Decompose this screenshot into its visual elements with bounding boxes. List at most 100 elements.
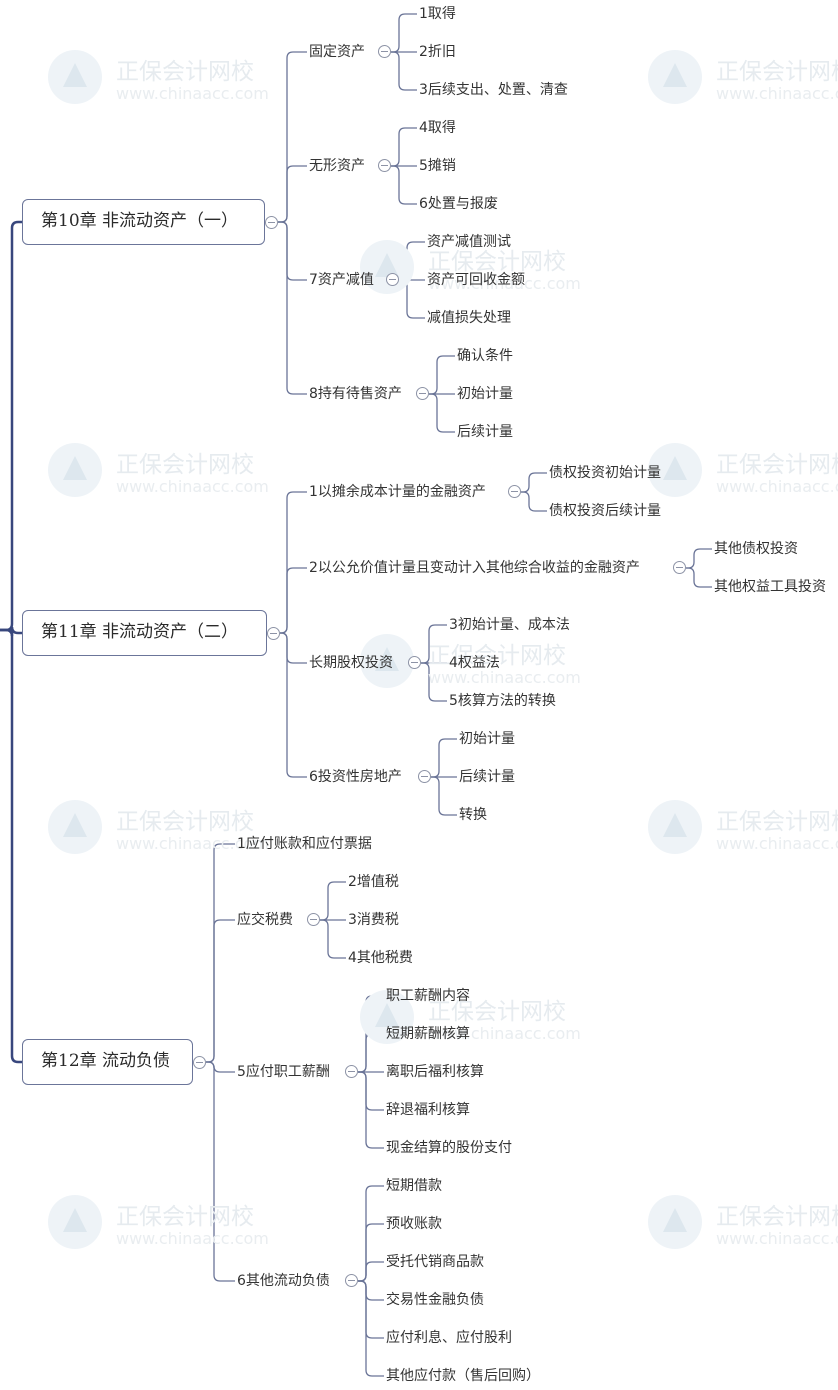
leaf-node[interactable]: 4取得 [419, 120, 456, 136]
connector-line [431, 776, 457, 816]
connector-line [278, 221, 307, 395]
leaf-node[interactable]: 离职后福利核算 [386, 1064, 484, 1080]
collapse-toggle-icon[interactable] [345, 1274, 358, 1287]
connector-line [421, 624, 447, 664]
topic-node[interactable]: 1以摊余成本计量的金融资产 [309, 484, 486, 500]
topic-node[interactable]: 7资产减值 [309, 272, 374, 288]
connector-line [206, 919, 235, 1063]
leaf-node[interactable]: 后续计量 [459, 769, 515, 785]
connector-line [399, 279, 425, 319]
leaf-node[interactable]: 3初始计量、成本法 [449, 617, 570, 633]
collapse-toggle-icon[interactable] [267, 627, 280, 640]
leaf-node[interactable]: 2折旧 [419, 44, 456, 60]
topic-node[interactable]: 6投资性房地产 [309, 769, 402, 785]
topic-node[interactable]: 应交税费 [237, 912, 293, 928]
leaf-node[interactable]: 债权投资初始计量 [549, 465, 661, 481]
collapse-toggle-icon[interactable] [673, 561, 686, 574]
connector-line [320, 919, 346, 959]
leaf-node[interactable]: 资产减值测试 [427, 234, 511, 250]
leaf-node[interactable]: 其他应付款（售后回购） [386, 1368, 540, 1384]
leaf-node[interactable]: 减值损失处理 [427, 310, 511, 326]
connector-line [358, 1280, 384, 1339]
topic-node[interactable]: 8持有待售资产 [309, 386, 402, 402]
collapse-toggle-icon[interactable] [378, 159, 391, 172]
collapse-toggle-icon[interactable] [307, 913, 320, 926]
leaf-node[interactable]: 3后续支出、处置、清查 [419, 82, 568, 98]
topic-node[interactable]: 2以公允价值计量且变动计入其他综合收益的金融资产 [309, 560, 640, 576]
collapse-toggle-icon[interactable] [345, 1065, 358, 1078]
connector-line [358, 1223, 384, 1282]
connector-line [0, 220, 22, 632]
leaf-node[interactable]: 交易性金融负债 [386, 1292, 484, 1308]
collapse-toggle-icon[interactable] [386, 273, 399, 286]
topic-node[interactable]: 6其他流动负债 [237, 1273, 330, 1289]
collapse-toggle-icon[interactable] [378, 45, 391, 58]
collapse-toggle-icon[interactable] [408, 656, 421, 669]
topic-node[interactable]: 1应付账款和应付票据 [237, 836, 372, 852]
connector-line [358, 1071, 384, 1111]
connector-line [399, 241, 425, 281]
connector-line [280, 491, 307, 634]
topic-node[interactable]: 无形资产 [309, 158, 365, 174]
connector-line [278, 51, 307, 223]
leaf-node[interactable]: 3消费税 [348, 912, 399, 928]
chapter-node[interactable]: 第12章 流动负债 [22, 1039, 193, 1085]
connector-line [686, 548, 712, 569]
topic-node[interactable]: 5应付职工薪酬 [237, 1064, 330, 1080]
leaf-node[interactable]: 短期薪酬核算 [386, 1026, 470, 1042]
leaf-node[interactable]: 其他债权投资 [714, 541, 798, 557]
leaf-node[interactable]: 4其他税费 [348, 950, 413, 966]
leaf-node[interactable]: 预收账款 [386, 1216, 442, 1232]
connector-line [206, 1061, 235, 1282]
leaf-node[interactable]: 应付利息、应付股利 [386, 1330, 512, 1346]
leaf-node[interactable]: 转换 [459, 807, 487, 823]
leaf-node[interactable]: 债权投资后续计量 [549, 503, 661, 519]
connector-line [521, 472, 547, 493]
connector-line [206, 1061, 235, 1073]
chapter-node[interactable]: 第10章 非流动资产（一） [22, 199, 265, 245]
leaf-node[interactable]: 初始计量 [457, 386, 513, 402]
leaf-node[interactable]: 现金结算的股份支付 [386, 1140, 512, 1156]
connector-line [358, 1280, 384, 1377]
leaf-node[interactable]: 初始计量 [459, 731, 515, 747]
leaf-node[interactable]: 5摊销 [419, 158, 456, 174]
leaf-node[interactable]: 后续计量 [457, 424, 513, 440]
connector-line [391, 165, 417, 205]
connector-line [358, 1071, 384, 1149]
leaf-node[interactable]: 5核算方法的转换 [449, 693, 556, 709]
collapse-toggle-icon[interactable] [416, 387, 429, 400]
connector-line [280, 632, 307, 664]
connector-line [280, 567, 307, 634]
leaf-node[interactable]: 职工薪酬内容 [386, 988, 470, 1004]
leaf-node[interactable]: 其他权益工具投资 [714, 579, 826, 595]
leaf-node[interactable]: 辞退福利核算 [386, 1102, 470, 1118]
leaf-node[interactable]: 4权益法 [449, 655, 500, 671]
leaf-node[interactable]: 受托代销商品款 [386, 1254, 484, 1270]
collapse-toggle-icon[interactable] [265, 216, 278, 229]
connector-line [521, 491, 547, 512]
topic-node[interactable]: 固定资产 [309, 44, 365, 60]
collapse-toggle-icon[interactable] [418, 770, 431, 783]
connector-line [391, 51, 417, 91]
leaf-node[interactable]: 2增值税 [348, 874, 399, 890]
connector-line [391, 127, 417, 167]
connector-line [278, 165, 307, 223]
connector-line [280, 632, 307, 778]
connector-line [358, 1033, 384, 1073]
connector-line [429, 393, 455, 433]
leaf-node[interactable]: 6处置与报废 [419, 196, 498, 212]
connector-line [421, 662, 447, 702]
connector-line [431, 738, 457, 778]
leaf-node[interactable]: 1取得 [419, 6, 456, 22]
collapse-toggle-icon[interactable] [508, 485, 521, 498]
leaf-node[interactable]: 资产可回收金额 [427, 272, 525, 288]
connector-line [0, 628, 22, 1064]
leaf-node[interactable]: 确认条件 [457, 348, 513, 364]
connector-line [429, 355, 455, 395]
collapse-toggle-icon[interactable] [193, 1056, 206, 1069]
connector-line [206, 843, 235, 1063]
topic-node[interactable]: 长期股权投资 [309, 655, 393, 671]
chapter-node[interactable]: 第11章 非流动资产（二） [22, 610, 267, 656]
connector-line [278, 221, 307, 281]
leaf-node[interactable]: 短期借款 [386, 1178, 442, 1194]
